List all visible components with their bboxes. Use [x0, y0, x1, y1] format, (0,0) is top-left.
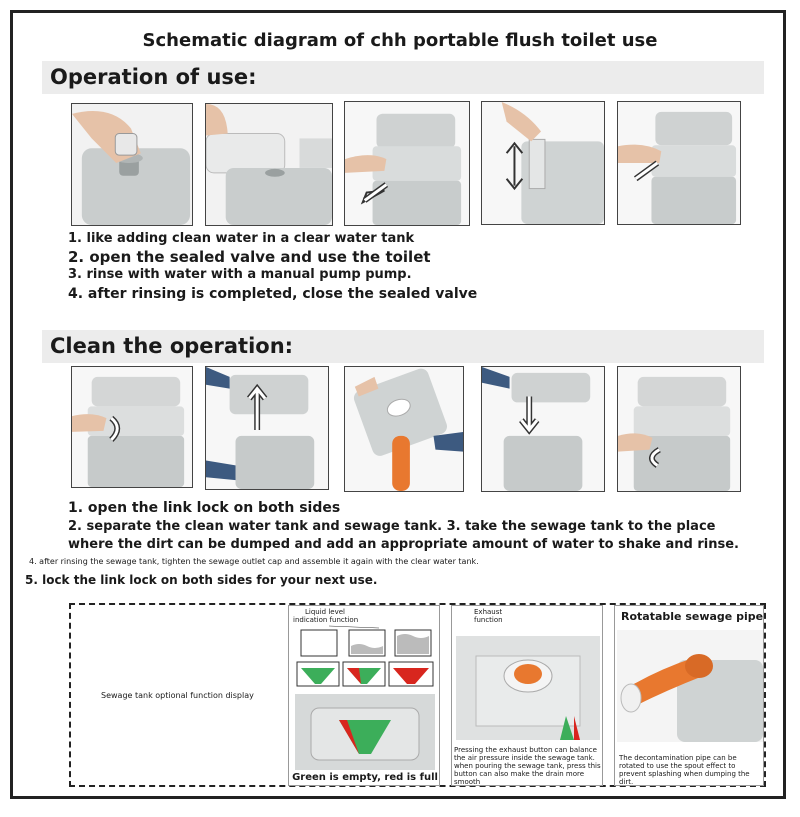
photo-dump-sewage [344, 366, 464, 492]
clean-step-1: 1. open the link lock on both sides [68, 500, 341, 516]
photo-add-water [71, 103, 193, 226]
page-frame [10, 10, 786, 799]
exhaust-title-2: function [474, 616, 503, 624]
operation-step-4: 4. after rinsing is completed, close the… [68, 286, 478, 302]
photo-open-valve [344, 101, 470, 226]
liquid-level-window-photo [295, 694, 435, 770]
clean-step-5: 5. lock the link lock on both sides for … [25, 573, 378, 587]
liquid-level-caption: Green is empty, red is full [292, 772, 438, 783]
photo-pour-water [205, 103, 333, 226]
clean-heading: Clean the operation: [50, 334, 294, 358]
operation-heading-bar: Operation of use: [42, 61, 764, 94]
clean-step-2-continued: where the dirt can be dumped and add an … [68, 537, 739, 552]
exhaust-button-photo [456, 636, 600, 740]
exhaust-title: Exhaust [474, 608, 503, 616]
photo-separate-tanks [205, 366, 329, 490]
photo-lock-both-sides [617, 366, 741, 492]
exhaust-caption: Pressing the exhaust button can balance … [454, 746, 601, 786]
exhaust-panel: Exhaust function Pressing the exhaust bu… [451, 605, 603, 786]
clean-step-4: 4. after rinsing the sewage tank, tighte… [29, 557, 479, 566]
photo-open-lock [71, 366, 193, 488]
liquid-level-panel: Liquid level indication function Green i… [288, 605, 440, 786]
features-label: Sewage tank optional function display [101, 691, 254, 700]
liquid-level-title: Liquid level [305, 608, 345, 616]
clean-heading-bar: Clean the operation: [42, 330, 764, 363]
operation-step-3: 3. rinse with water with a manual pump p… [68, 267, 412, 282]
page-title: Schematic diagram of chh portable flush … [142, 30, 658, 51]
operation-step-2: 2. open the sealed valve and use the toi… [68, 248, 431, 266]
liquid-level-title-2: indication function [293, 616, 359, 624]
sewage-pipe-title: Rotatable sewage pipe [621, 610, 764, 623]
photo-lift-tank [481, 366, 605, 492]
photo-close-valve [617, 101, 741, 225]
sewage-pipe-caption: The decontamination pipe can be rotated … [619, 754, 750, 786]
sewage-pipe-photo [617, 630, 763, 742]
liquid-level-indicators [296, 625, 434, 687]
operation-heading: Operation of use: [50, 65, 257, 89]
photo-pump [481, 101, 605, 225]
clean-step-2: 2. separate the clean water tank and sew… [68, 519, 716, 534]
features-box [69, 603, 766, 787]
operation-step-1: 1. like adding clean water in a clear wa… [68, 231, 415, 246]
sewage-pipe-panel: Rotatable sewage pipe The decontaminatio… [614, 605, 764, 786]
